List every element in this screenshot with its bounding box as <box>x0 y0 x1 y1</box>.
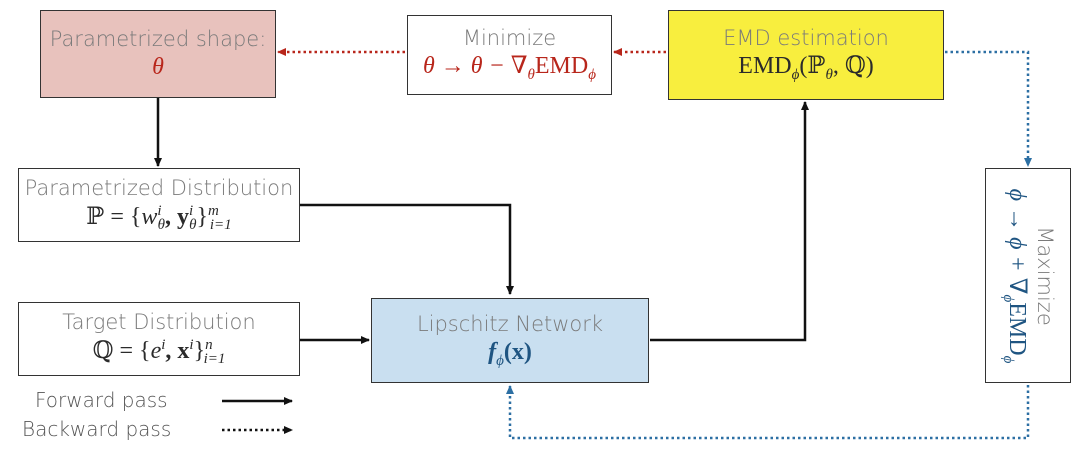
parametrized-shape-math: θ <box>152 53 164 80</box>
arrow-emd-to-maximize <box>945 50 1032 167</box>
parametrized-distribution-math: ℙ = {wiθ, yiθ}mi=1 <box>86 202 232 234</box>
parametrized-distribution-box: Parametrized Distribution ℙ = {wiθ, yiθ}… <box>18 168 300 242</box>
target-distribution-box: Target Distribution ℚ = {ei, xi}ni=1 <box>18 302 300 376</box>
maximize-inner: Maximize ϕ → ϕ + ∇ϕEMDϕ <box>999 188 1057 363</box>
emd-estimation-title: EMD estimation <box>723 26 889 51</box>
minimize-math: θ → θ − ∇θEMDϕ <box>422 53 596 83</box>
arrow-maximize-to-lipschitz <box>506 385 1030 440</box>
arrow-lipschitz-to-emd <box>650 101 809 342</box>
emd-estimation-math: EMDϕ(ℙθ, ℚ) <box>738 53 874 83</box>
parametrized-shape-title: Parametrized shape: <box>49 26 267 51</box>
minimize-title: Minimize <box>462 26 557 51</box>
parametrized-distribution-title: Parametrized Distribution <box>24 175 294 200</box>
lipschitz-network-math: fϕ(x) <box>488 338 532 369</box>
parametrized-shape-box: Parametrized shape: θ <box>40 10 276 98</box>
lipschitz-network-title: Lipschitz Network <box>416 311 604 336</box>
lipschitz-network-box: Lipschitz Network fϕ(x) <box>371 298 649 383</box>
minimize-box: Minimize θ → θ − ∇θEMDϕ <box>407 15 612 95</box>
target-distribution-title: Target Distribution <box>62 309 256 334</box>
legend-backward-label: Backward pass <box>22 417 172 441</box>
emd-estimation-box: EMD estimation EMDϕ(ℙθ, ℚ) <box>668 10 944 100</box>
maximize-box: Maximize ϕ → ϕ + ∇ϕEMDϕ <box>985 168 1071 383</box>
maximize-math: ϕ → ϕ + ∇ϕEMDϕ <box>1000 188 1030 363</box>
legend-forward-label: Forward pass <box>35 388 168 412</box>
maximize-title: Maximize <box>1032 225 1057 326</box>
arrow-distribution-to-lipschitz <box>300 203 514 295</box>
target-distribution-math: ℚ = {ei, xi}ni=1 <box>92 336 226 368</box>
